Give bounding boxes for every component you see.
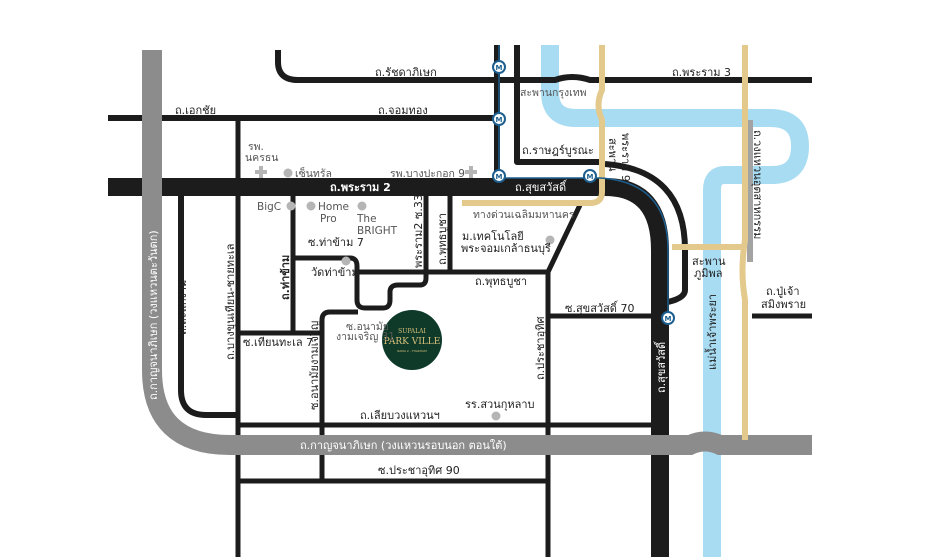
map-label: M bbox=[496, 173, 503, 181]
metro-station-icon: M bbox=[492, 60, 506, 74]
map-label: ถ.กาญจนาภิเษก (วงแหวนตะวันตก) bbox=[147, 230, 160, 400]
map-label: ซ.สุขสวัสดิ์ 70 bbox=[565, 300, 634, 315]
metro-line bbox=[498, 45, 669, 318]
label-ratchadaphisek: ถ.รัชดาภิเษก bbox=[375, 66, 437, 79]
map-label: SUPALAI bbox=[398, 328, 426, 335]
map-label: ถ.พุทธบูชา bbox=[436, 213, 449, 265]
map-label: ถ.ประชาอุทิศ bbox=[534, 317, 547, 380]
map-label: ซ.ประชาอุทิศ 90 bbox=[378, 464, 460, 477]
label-ratburana: ถ.ราษฎร์บูรณะ bbox=[522, 144, 594, 157]
map-label: สะพาน bbox=[606, 138, 619, 172]
label-ekachai: ถ.เอกชัย bbox=[175, 104, 216, 117]
map-label: พระราม2 ซ.33 bbox=[412, 194, 425, 268]
metro-station-icon: M bbox=[492, 169, 506, 183]
map-label: ซ.ท่าข้าม 7 bbox=[308, 236, 364, 249]
label-chomthong: ถ.จอมทอง bbox=[378, 104, 428, 117]
map-label: ซ.อนามัย bbox=[346, 321, 389, 333]
label-rama3: ถ.พระราม 3 bbox=[672, 66, 731, 79]
map-label: Pro bbox=[320, 213, 337, 225]
map-label: BRIGHT bbox=[357, 225, 398, 237]
hospital-icon bbox=[465, 166, 477, 178]
map-label: สะพาน bbox=[692, 255, 726, 268]
map-label: Home bbox=[318, 201, 349, 213]
map-label: ถ.ท่าข้าม bbox=[279, 255, 292, 300]
kanchanaphisek-road bbox=[142, 50, 812, 455]
map-label: รร.สวนกุหลาบ bbox=[465, 398, 535, 411]
map-label: ถ.สะแกงาม bbox=[176, 280, 189, 335]
map-labels: ถ.รัชดาภิเษก ถ.พระราม 3 ถ.เอกชัย ถ.จอมทอ… bbox=[147, 66, 806, 477]
metro-station-icon: M bbox=[661, 311, 675, 325]
map-label: BigC bbox=[257, 201, 281, 213]
map-label: ถ.บางขุนเทียน-ชายทะเล bbox=[224, 244, 237, 360]
map-label: PARK VILLE bbox=[384, 337, 441, 347]
label-krungthep-bridge: สะพานกรุงเทพ bbox=[520, 87, 587, 99]
map-label: แม่น้ำเจ้าพระยา bbox=[704, 294, 719, 370]
project-logo: SUPALAI PARK VILLE RAMA 2 - THAKHAM bbox=[382, 310, 442, 370]
label-rama2: ถ.พระราม 2 bbox=[330, 181, 391, 194]
map-label: M bbox=[587, 173, 594, 181]
map-label: พระจอมเกล้าธนบุรี bbox=[461, 242, 551, 255]
map-label: ภูมิพล bbox=[694, 267, 723, 280]
map-label: รพ.บางปะกอก 9 bbox=[390, 168, 465, 180]
metro-stations: M M M M M bbox=[492, 60, 675, 325]
roads bbox=[108, 45, 812, 557]
metro-station-icon: M bbox=[583, 169, 597, 183]
map-label: เซ็นทรัล bbox=[295, 166, 332, 180]
map-label: พระราม 9 bbox=[619, 133, 632, 182]
map-label: ถ.สุขสวัสดิ์ bbox=[653, 340, 668, 393]
poi-markers bbox=[255, 166, 555, 421]
map-label: ถ.พุทธบูชา bbox=[475, 275, 527, 288]
map-label: M bbox=[665, 315, 672, 323]
map-label: The bbox=[356, 213, 377, 225]
hospital-icon bbox=[255, 166, 267, 178]
map-label: งามเจริญ 31 bbox=[336, 331, 395, 343]
map-label: RAMA 2 - THAKHAM bbox=[397, 349, 427, 353]
label-expressway: ทางด่วนเฉลิมมหานคร bbox=[473, 209, 575, 221]
map-label: M bbox=[496, 64, 503, 72]
map-label: นครธน bbox=[245, 152, 278, 164]
map-label: รพ. bbox=[248, 141, 264, 153]
map-label: ซ.เทียนทะเล 7 bbox=[243, 336, 313, 349]
label-suksawat: ถ.สุขสวัสดิ์ bbox=[515, 179, 568, 194]
map-label: ซ.อนามัยงามเจริญ bbox=[308, 321, 321, 410]
map-label: ม.เทคโนโลยี bbox=[462, 229, 524, 243]
map-label: ถ.วงแหวนอุตสาหกรรม bbox=[751, 130, 764, 239]
expressways bbox=[462, 45, 748, 440]
map-label: ถ.เลียบวงแหวนฯ bbox=[360, 409, 440, 422]
chao-phraya-river bbox=[541, 45, 810, 557]
metro-station-icon: M bbox=[492, 112, 506, 126]
map-label: สมิงพราย bbox=[761, 298, 806, 311]
map-label: ถ.กาญจนาภิเษก (วงแหวนรอบนอก ตอนใต้) bbox=[300, 439, 507, 452]
map-label: ถ.ปู่เจ้า bbox=[766, 285, 800, 298]
map-label: M bbox=[496, 116, 503, 124]
map-label: วัดท่าข้าม bbox=[311, 266, 359, 279]
